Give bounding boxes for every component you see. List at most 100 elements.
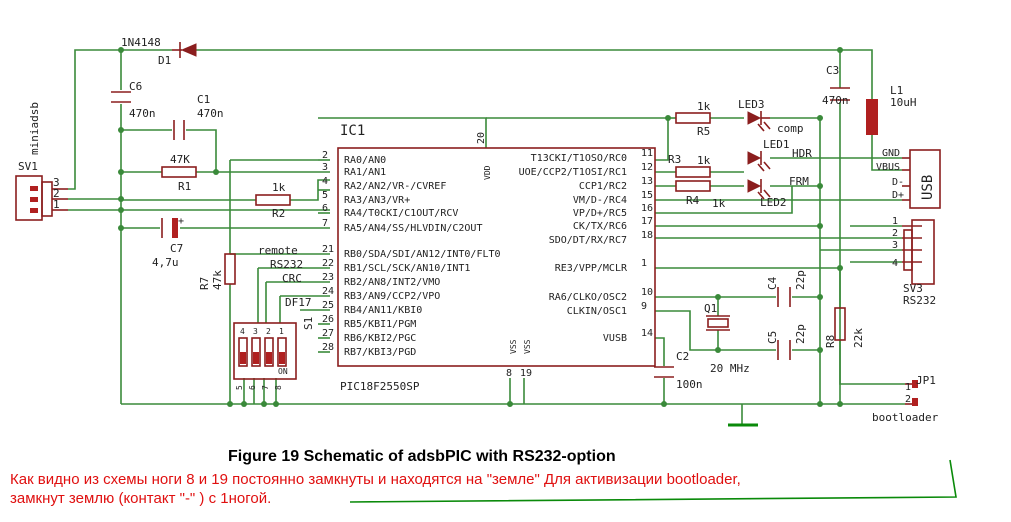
s1-pin-8: 8 <box>274 385 283 390</box>
d1-diode: 1N4148 D1 <box>121 36 197 67</box>
ic1-left-pin-number: 22 <box>322 258 334 269</box>
s1-pin-7: 7 <box>261 385 270 390</box>
sv3-pin-2: 2 <box>892 228 898 239</box>
ic1-pin-8: 8 <box>506 368 512 379</box>
ic1-left-pin-number: 2 <box>322 150 328 161</box>
d1-part-label: 1N4148 <box>121 36 161 49</box>
ic1-right-pin-name: UOE/CCP2/T1OSI/RC1 <box>519 167 627 178</box>
c1-ref-label: C1 <box>197 93 210 106</box>
net-label-remote: remote <box>258 244 298 257</box>
ic1-right-pin-number: 13 <box>641 176 653 187</box>
r5-resistor: 1k R5 <box>675 100 711 138</box>
ic1-left-pin-name: RB1/SCL/SCK/AN10/INT1 <box>344 263 470 274</box>
c4-capacitor: C4 22p <box>766 270 807 307</box>
ic1-left-pin-number: 27 <box>322 328 334 339</box>
annotation-line <box>349 459 957 503</box>
sv3-pin-4: 4 <box>892 258 898 269</box>
ic1-vdd-label: VDD <box>483 165 492 180</box>
c2-value-label: 100n <box>676 378 703 391</box>
ic1-left-pin-name: RB0/SDA/SDI/AN12/INT0/FLT0 <box>344 249 501 260</box>
l1-value-label: 10uH <box>890 96 917 109</box>
jp1-jumper: 1 2 JP1 bootloader <box>872 374 939 424</box>
c2-capacitor: C2 100n <box>654 350 703 391</box>
ic1-left-pin-number: 25 <box>322 300 334 311</box>
ic1-right-pin-name: CLKIN/OSC1 <box>567 306 627 317</box>
net-label-df17: DF17 <box>285 296 312 309</box>
s1-pin-1: 1 <box>279 327 284 336</box>
r2-resistor: 1k R2 <box>255 181 291 220</box>
ic1-right-pin-name: CK/TX/RC6 <box>573 221 627 232</box>
ic1-left-pin-number: 4 <box>322 176 328 187</box>
c6-ref-label: C6 <box>129 80 142 93</box>
c3-ref-label: C3 <box>826 64 839 77</box>
r7-resistor: R7 47k <box>198 253 236 290</box>
c3-capacitor: C3 470n <box>822 64 850 107</box>
jp1-pin-2: 2 <box>905 394 911 405</box>
r4-resistor: R4 1k <box>675 180 726 210</box>
net-label-hdr: HDR <box>792 147 812 160</box>
ic1-right-pin-name: CCP1/RC2 <box>579 181 627 192</box>
r1-ref-label: R1 <box>178 180 191 193</box>
r8-ref-label: R8 <box>824 335 837 348</box>
ic1-left-pin-number: 7 <box>322 218 328 229</box>
s1-pin-2: 2 <box>266 327 271 336</box>
r4-ref-label: R4 <box>686 194 700 207</box>
sv1-pin-3: 3 <box>53 176 60 189</box>
ic1-left-pin-number: 21 <box>322 244 334 255</box>
r1-value-label: 47K <box>170 153 190 166</box>
ic1-left-pin-name: RA5/AN4/SS/HLVDIN/C2OUT <box>344 223 482 234</box>
s1-dip-switch: 4 3 2 1 ON 5 6 7 8 S1 <box>233 317 315 390</box>
sv3-connector: 1 2 3 4 SV3 RS232 <box>892 216 936 307</box>
usb-pin-dplus: D+ <box>892 190 904 201</box>
ic1-left-pin-name: RA1/AN1 <box>344 167 386 178</box>
led2: LED2 FRM <box>747 175 809 209</box>
sv3-ref-label: SV3 <box>903 282 923 295</box>
s1-pin-4: 4 <box>240 327 245 336</box>
c7-ref-label: C7 <box>170 242 183 255</box>
r1-resistor: 47K R1 <box>161 153 197 193</box>
ic1-left-pin-name: RB6/KBI2/PGC <box>344 333 416 344</box>
r3-value-label: 1k <box>697 154 711 167</box>
ic1-left-pin-name: RB3/AN9/CCP2/VPO <box>344 291 440 302</box>
ic1-left-pin-number: 28 <box>322 342 334 353</box>
ic1-pin-20: 20 <box>476 132 487 144</box>
r5-value-label: 1k <box>697 100 711 113</box>
q1-crystal: Q1 20 MHz <box>704 302 750 375</box>
ic1-right-pin-number: 17 <box>641 216 653 227</box>
ic1-part-label: PIC18F2550SP <box>340 380 420 393</box>
ic1-left-pin-name: RA4/T0CKI/C1OUT/RCV <box>344 208 458 219</box>
ic1-right-pin-name: SDO/DT/RX/RC7 <box>549 235 627 246</box>
ic1-right-pin-number: 11 <box>641 148 653 159</box>
r8-resistor: R8 22k <box>824 307 865 348</box>
usb-connector: USB GND VBUS D- D+ <box>876 148 941 209</box>
ic1-right-pin-number: 14 <box>641 328 653 339</box>
ic1-left-pin-number: 6 <box>322 203 328 214</box>
note-text-line-1: Как видно из схемы ноги 8 и 19 постоянно… <box>10 471 741 488</box>
s1-pin-5: 5 <box>235 385 244 390</box>
sv1-name-label: miniadsb <box>28 102 41 155</box>
usb-pin-gnd: GND <box>882 148 900 159</box>
r2-value-label: 1k <box>272 181 286 194</box>
s1-ref-label: S1 <box>302 317 315 330</box>
sv1-connector: SV1 3 2 1 miniadsb <box>15 102 68 221</box>
led2-ref-label: LED2 <box>760 196 787 209</box>
c6-capacitor: C6 470n <box>111 80 156 120</box>
ic1-right-pins: 11T13CKI/T1OSO/RC012UOE/CCP2/T1OSI/RC113… <box>519 148 653 344</box>
q1-ref-label: Q1 <box>704 302 717 315</box>
net-label-rs232: RS232 <box>270 258 303 271</box>
c1-capacitor: C1 470n <box>173 93 224 140</box>
c5-capacitor: C5 22p <box>766 324 807 360</box>
note-text-line-2: замкнут землю (контакт "-" ) с 1ногой. <box>10 490 271 507</box>
ic1-left-pin-number: 26 <box>322 314 334 325</box>
r4-value-label: 1k <box>712 197 726 210</box>
sv3-pin-3: 3 <box>892 240 898 251</box>
ic1-left-pin-name: RB4/AN11/KBI0 <box>344 305 422 316</box>
ic1-left-pin-number: 24 <box>322 286 334 297</box>
figure-caption: Figure 19 Schematic of adsbPIC with RS23… <box>228 448 616 465</box>
ic1-right-pin-number: 9 <box>641 301 647 312</box>
r2-ref-label: R2 <box>272 207 285 220</box>
d1-ref-label: D1 <box>158 54 171 67</box>
